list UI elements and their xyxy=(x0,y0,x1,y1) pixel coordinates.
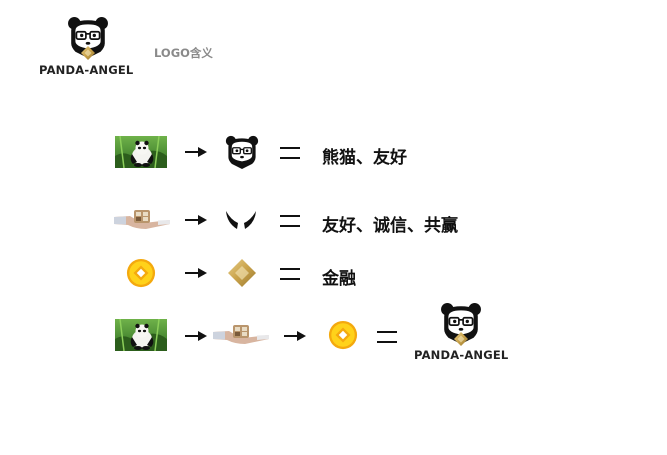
equation-row-coin: 金融 xyxy=(0,251,667,295)
arrow-icon xyxy=(284,331,306,341)
equals-icon xyxy=(377,331,397,343)
panda-logo-icon xyxy=(440,302,482,344)
arrow-icon xyxy=(185,147,207,157)
handshake-photo xyxy=(213,322,269,348)
panda-photo xyxy=(115,136,167,168)
panda-face-icon xyxy=(225,135,259,169)
equation-row-panda: 熊猫、友好 xyxy=(0,130,667,174)
equals-icon xyxy=(280,268,300,280)
equation-row-result: PANDA-ANGEL xyxy=(0,300,667,370)
diamond-icon xyxy=(228,259,256,287)
meaning-text: 熊猫、友好 xyxy=(322,148,407,168)
result-brand-name: PANDA-ANGEL xyxy=(414,348,509,362)
meaning-text: 友好、诚信、共赢 xyxy=(322,216,458,236)
brand-name: PANDA-ANGEL xyxy=(39,63,134,77)
result-logo: PANDA-ANGEL xyxy=(412,300,512,366)
brand-logo: PANDA-ANGEL xyxy=(39,14,136,80)
section-title: LOGO含义 xyxy=(154,46,213,60)
equals-icon xyxy=(280,215,300,227)
panda-photo xyxy=(115,319,167,351)
arrow-icon xyxy=(185,331,207,341)
arrow-icon xyxy=(185,215,207,225)
equals-icon xyxy=(280,147,300,159)
coin-icon xyxy=(126,258,156,288)
panda-logo-icon xyxy=(67,16,109,58)
handshake-photo xyxy=(114,207,170,233)
diamond-icon xyxy=(81,46,95,60)
equation-row-handshake: 友好、诚信、共赢 xyxy=(0,198,667,242)
coin-icon xyxy=(328,320,358,350)
horns-icon xyxy=(225,209,257,233)
arrow-icon xyxy=(185,268,207,278)
meaning-text: 金融 xyxy=(322,269,356,289)
diamond-icon xyxy=(454,332,468,346)
